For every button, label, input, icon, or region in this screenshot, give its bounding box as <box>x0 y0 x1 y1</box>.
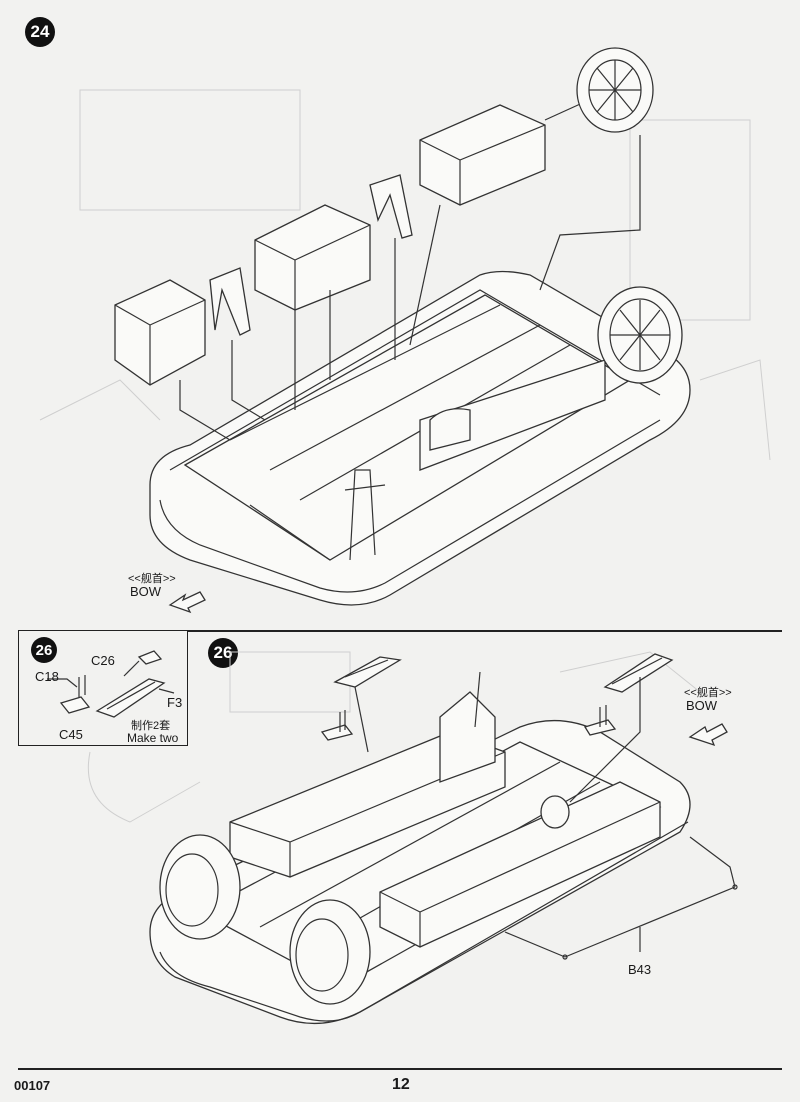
step-24-panel: 24 <box>25 17 771 614</box>
part-label-c45: C45 <box>59 727 83 742</box>
part-label-b43: B43 <box>628 962 652 977</box>
step-24-badge: 24 <box>25 17 55 47</box>
panel-divider-horizontal <box>18 630 782 632</box>
step-24-drawing <box>39 47 771 614</box>
step-26-badge: 26 <box>208 638 238 668</box>
product-code: 00107 <box>14 1078 51 1093</box>
bow-label-en-26: BOW <box>686 698 718 713</box>
substep-26-drawing <box>47 650 175 718</box>
bow-label-cn-26: <<舰首>> <box>684 687 732 699</box>
note-cn: 制作2套 <box>131 720 171 732</box>
substep-26-badge: 26 <box>31 637 57 663</box>
bow-label-en: BOW <box>130 584 162 599</box>
substep-26-box: 26 C26 C18 F3 C45 制作2套 Make two <box>18 630 188 746</box>
bow-label-cn: <<舰首>> <box>128 573 176 585</box>
footer-divider <box>18 1068 782 1070</box>
note-en: Make two <box>127 731 179 745</box>
part-label-c26: C26 <box>91 653 115 668</box>
step-26-panel: 26 <box>0 632 800 1072</box>
part-label-f3: F3 <box>167 695 183 710</box>
step-26-drawing <box>87 651 738 1025</box>
part-label-c18: C18 <box>35 669 59 684</box>
page-number: 12 <box>392 1076 410 1093</box>
